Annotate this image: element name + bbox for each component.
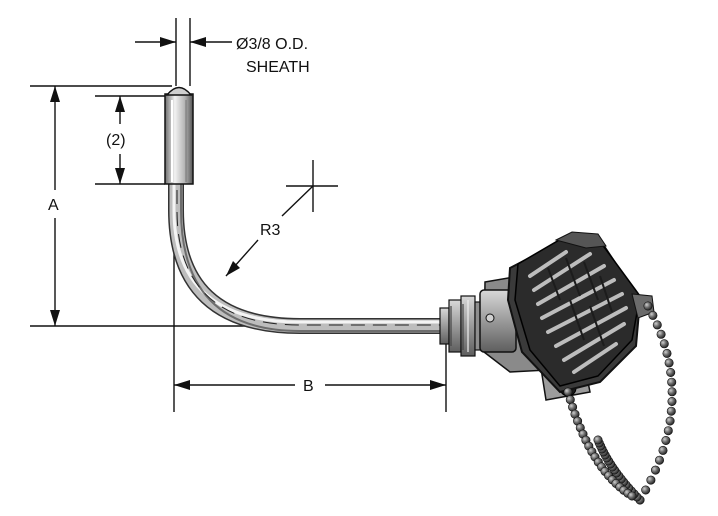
chain-bead bbox=[661, 435, 671, 445]
chain-bead bbox=[565, 395, 575, 405]
chain-bead bbox=[652, 320, 662, 330]
chain-bead bbox=[666, 367, 676, 377]
chain-bead bbox=[627, 491, 637, 501]
chain-bead bbox=[563, 387, 573, 397]
chain-bead bbox=[593, 435, 603, 445]
radius-label: R3 bbox=[260, 222, 281, 239]
chain-bead bbox=[650, 465, 660, 475]
dimension-lines bbox=[30, 18, 450, 412]
chain-bead bbox=[648, 310, 658, 320]
chain-bead bbox=[662, 348, 672, 358]
dimension-a-label: A bbox=[48, 197, 59, 214]
chain-bead bbox=[654, 455, 664, 465]
chain-bead bbox=[659, 339, 669, 349]
chain-bead bbox=[656, 329, 666, 339]
chain-bead bbox=[663, 426, 673, 436]
arrowheads bbox=[50, 37, 446, 390]
chain-bead bbox=[658, 445, 668, 455]
dimension-2-label: (2) bbox=[106, 132, 126, 149]
probe-tip bbox=[164, 86, 194, 185]
chain-bead bbox=[667, 396, 677, 406]
chain-bead bbox=[665, 416, 675, 426]
sheath-label-line2: SHEATH bbox=[246, 59, 310, 76]
chain-bead bbox=[643, 301, 653, 311]
compression-fitting bbox=[439, 295, 486, 357]
chain-bead bbox=[667, 377, 677, 387]
chain-bead bbox=[666, 406, 676, 416]
dimension-b-label: B bbox=[303, 378, 314, 395]
chain-bead bbox=[646, 475, 656, 485]
probe-sheath bbox=[168, 180, 446, 334]
chain-bead bbox=[667, 387, 677, 397]
connection-head-icon bbox=[479, 231, 655, 401]
chain-bead bbox=[664, 358, 674, 368]
sheath-label-line1: Ø3/8 O.D. bbox=[236, 36, 308, 53]
chain-bead bbox=[641, 485, 651, 495]
bead-chain-icon bbox=[563, 301, 677, 505]
labels: Ø3/8 O.D. SHEATH A (2) B R3 bbox=[48, 36, 314, 395]
